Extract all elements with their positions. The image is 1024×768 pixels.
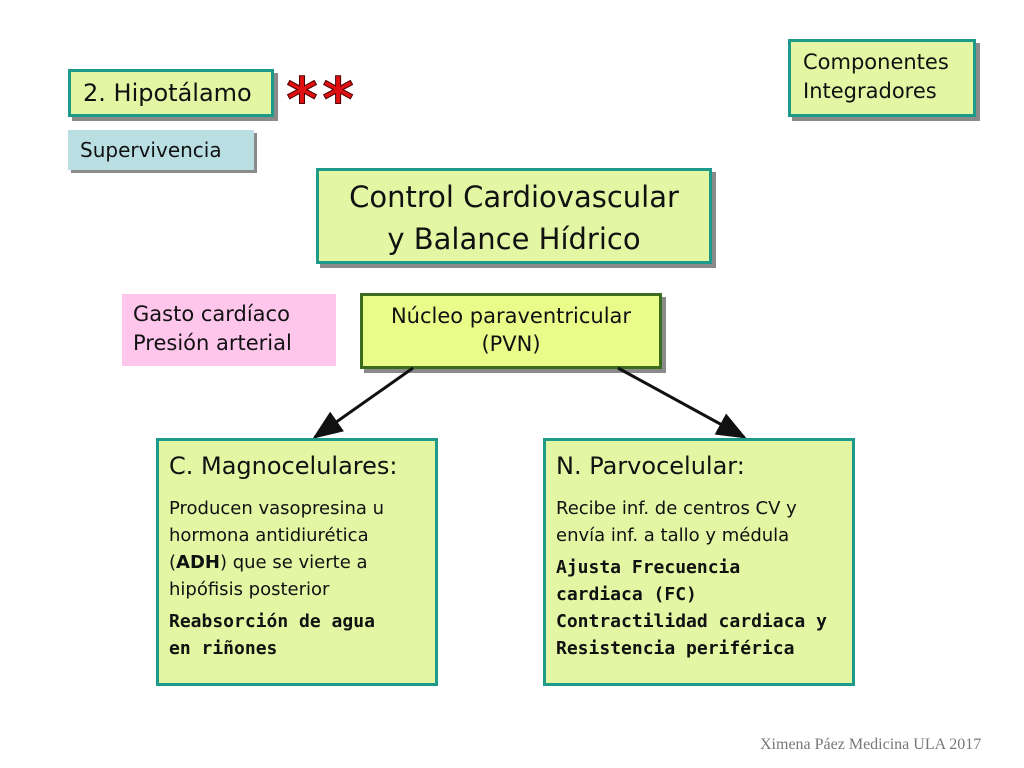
adh-term: ADH [176, 552, 220, 573]
magnocelulares-text-end: ) que se vierte a hipófisis posterior [169, 552, 368, 600]
gasto-line1: Gasto cardíaco [133, 302, 290, 326]
supervivencia-box: Supervivencia [68, 130, 254, 170]
control-cardiovascular-box: Control Cardiovascular y Balance Hídrico [316, 168, 712, 264]
componentes-box: Componentes Integradores [788, 39, 976, 117]
magnocelulares-bold-line1: Reabsorción de agua [169, 611, 375, 632]
footer-credit: Ximena Páez Medicina ULA 2017 [760, 736, 982, 753]
pvn-line1: Núcleo paraventricular [390, 304, 632, 328]
parvocelular-title: N. Parvocelular: [556, 452, 745, 480]
componentes-line2: Integradores [803, 79, 937, 103]
parvocelular-box: N. Parvocelular: Recibe inf. de centros … [543, 438, 855, 686]
parvocelular-text: Recibe inf. de centros CV y envía inf. a… [556, 498, 797, 546]
magnocelulares-box: C. Magnocelulares: Producen vasopresina … [156, 438, 438, 686]
supervivencia-label: Supervivencia [80, 138, 222, 162]
parvocelular-bold-line3: Contractilidad cardiaca y [556, 611, 827, 632]
red-stars: ** [284, 70, 355, 120]
control-line1: Control Cardiovascular [349, 180, 679, 214]
arrow-to-magnocelulares [312, 366, 414, 439]
parvocelular-bold-line2: cardiaca (FC) [556, 584, 697, 605]
stars-text: ** [284, 70, 354, 120]
pvn-line2: (PVN) [481, 332, 541, 356]
hipotalamo-box: 2. Hipotálamo [68, 69, 274, 117]
pvn-box: Núcleo paraventricular (PVN) [360, 293, 662, 369]
control-line2: y Balance Hídrico [387, 222, 641, 256]
parvocelular-bold-line4: Resistencia periférica [556, 638, 795, 659]
arrow-to-parvocelular [617, 366, 747, 439]
gasto-cardiaco-box: Gasto cardíaco Presión arterial [122, 294, 336, 366]
parvocelular-bold-line1: Ajusta Frecuencia [556, 557, 741, 578]
magnocelulares-title: C. Magnocelulares: [169, 452, 398, 480]
gasto-line2: Presión arterial [133, 331, 292, 355]
hipotalamo-label: 2. Hipotálamo [83, 79, 252, 107]
magnocelulares-bold-line2: en riñones [169, 638, 278, 659]
magnocelulares-text-start: Producen vasopresina u hormona antidiuré… [169, 498, 385, 573]
magnocelulares-text: Producen vasopresina u hormona antidiuré… [169, 495, 425, 603]
componentes-line1: Componentes [803, 50, 949, 74]
